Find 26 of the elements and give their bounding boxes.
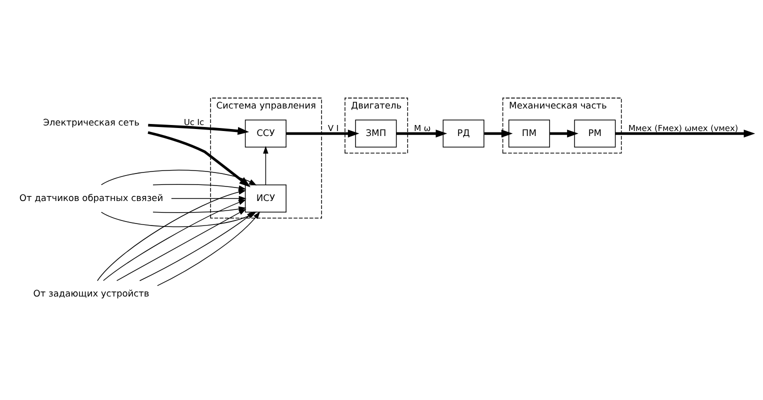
arrow	[148, 131, 251, 188]
arrow	[484, 130, 513, 138]
arrow	[615, 130, 755, 138]
arrow	[116, 208, 246, 282]
node-text: Электрическая сеть	[43, 118, 140, 128]
edge-label: M ω	[414, 123, 431, 134]
arrow	[286, 130, 360, 138]
node-box: ССУ	[244, 120, 286, 148]
arrow	[100, 170, 257, 186]
edge-label: V I	[328, 123, 339, 134]
node-box: ИСУ	[244, 184, 286, 212]
arrow	[148, 124, 250, 135]
arrow	[171, 196, 246, 202]
edge-label: Uc Ic	[184, 117, 204, 128]
arrow	[263, 146, 268, 186]
node-text: От задающих устройств	[33, 290, 150, 300]
edge-label: Mмех (Fмех) ωмех (vмех)	[628, 123, 738, 134]
node-box: РД	[442, 120, 484, 148]
node-text: От датчиков обратных связей	[19, 194, 164, 204]
node-box: ПМ	[508, 120, 550, 148]
arrow	[139, 212, 255, 282]
arrow	[550, 130, 578, 138]
arrow	[152, 184, 246, 191]
arrow	[396, 130, 448, 138]
node-box: ЗМП	[355, 120, 397, 148]
node-box: РМ	[574, 120, 616, 148]
